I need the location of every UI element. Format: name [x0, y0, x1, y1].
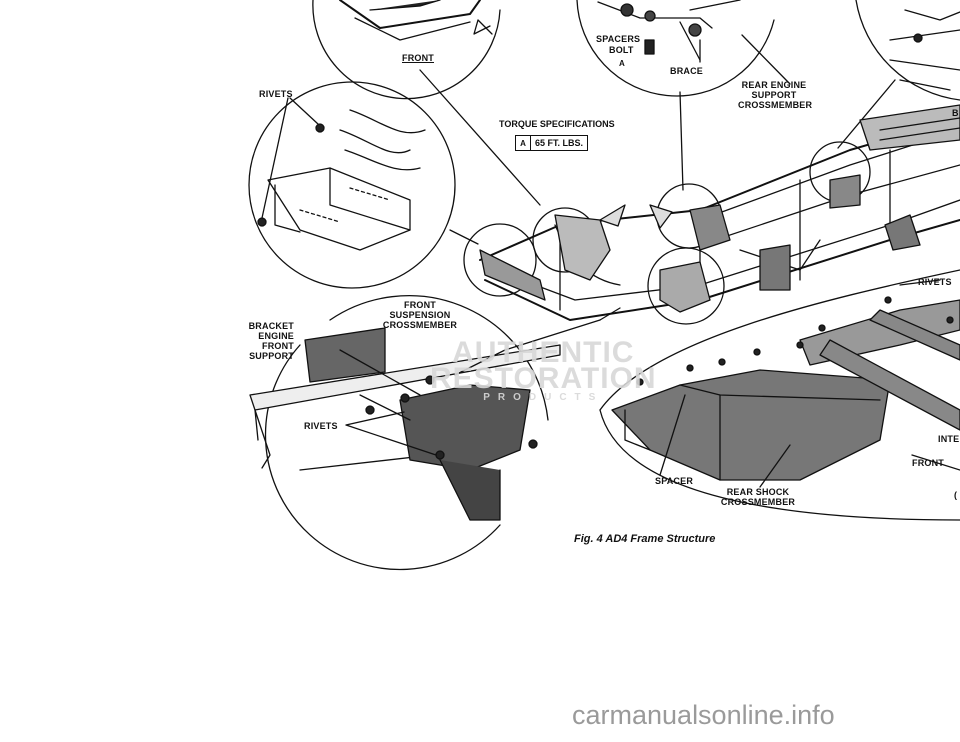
torque-marker: A [516, 136, 531, 150]
label-spacer: SPACER [655, 476, 694, 486]
label-front-suspension: FRONT SUSPENSION CROSSMEMBER [380, 300, 460, 330]
label-rivets-right: RIVETS [918, 277, 952, 287]
label-front-suspension-line-2: SUSPENSION [389, 310, 451, 320]
leader-rear-engine [741, 34, 791, 85]
label-rear-shock: REAR SHOCK CROSSMEMBER [720, 487, 796, 507]
watermark-line-2: RESTORATION [430, 362, 657, 395]
label-spacers: SPACERS [596, 34, 641, 44]
label-inte-cut: INTE [938, 434, 960, 444]
watermark-line-3: PRODUCTS [483, 392, 604, 403]
label-front-top: FRONT [402, 53, 434, 63]
label-rivets-bottom: RIVETS [304, 421, 338, 431]
label-bracket-line-2: ENGINE [258, 331, 294, 341]
label-rear-engine-line-3: CROSSMEMBER [738, 100, 813, 110]
label-bracket-line-1: BRACKET [248, 321, 294, 331]
label-bracket-line-3: FRONT [262, 341, 294, 351]
leader-front [419, 69, 541, 206]
detail-circle-front-suspension [249, 295, 621, 571]
label-rear-engine-line-2: SUPPORT [751, 90, 797, 100]
label-bolt-marker: A [619, 59, 625, 68]
figure-caption: Fig. 4 AD4 Frame Structure [574, 533, 716, 545]
torque-title: TORQUE SPECIFICATIONS [499, 119, 615, 129]
leader-rivets [449, 229, 479, 245]
label-b-cut: B [952, 108, 959, 118]
leader-right [837, 79, 896, 149]
leader-spacers [679, 91, 684, 191]
torque-value: 65 FT. LBS. [535, 138, 584, 148]
torque-spec-box: A 65 FT. LBS. [515, 135, 589, 151]
main-frame [463, 104, 960, 325]
label-bracket-engine: BRACKET ENGINE FRONT SUPPORT [248, 321, 294, 361]
detail-circle-front [312, 0, 501, 100]
label-rear-engine-line-1: REAR ENGINE [741, 80, 807, 90]
watermark: AUTHENTIC RESTORATION PRODUCTS [430, 336, 657, 404]
label-rear-engine-support: REAR ENGINE SUPPORT CROSSMEMBER [738, 80, 813, 110]
detail-circle-rivets [248, 81, 456, 289]
detail-circle-right [855, 0, 960, 101]
detail-circle-spacers [576, 0, 775, 97]
watermark-line-1: AUTHENTIC [452, 336, 635, 369]
label-brace: BRACE [670, 66, 704, 76]
label-bolt: BOLT [609, 45, 634, 55]
label-rear-shock-line-2: CROSSMEMBER [720, 497, 796, 507]
label-bracket-line-4: SUPPORT [249, 351, 294, 361]
label-rivets-top: RIVETS [259, 89, 293, 99]
label-front-suspension-line-3: CROSSMEMBER [382, 320, 458, 330]
detail-circle-rear-shock [599, 269, 960, 521]
label-front-suspension-line-1: FRONT [404, 300, 436, 310]
label-front-right: FRONT [912, 458, 944, 468]
label-rear-shock-line-1: REAR SHOCK [726, 487, 790, 497]
site-watermark: carmanualsonline.info [572, 700, 835, 730]
label-paren-cut: ( [954, 490, 958, 500]
